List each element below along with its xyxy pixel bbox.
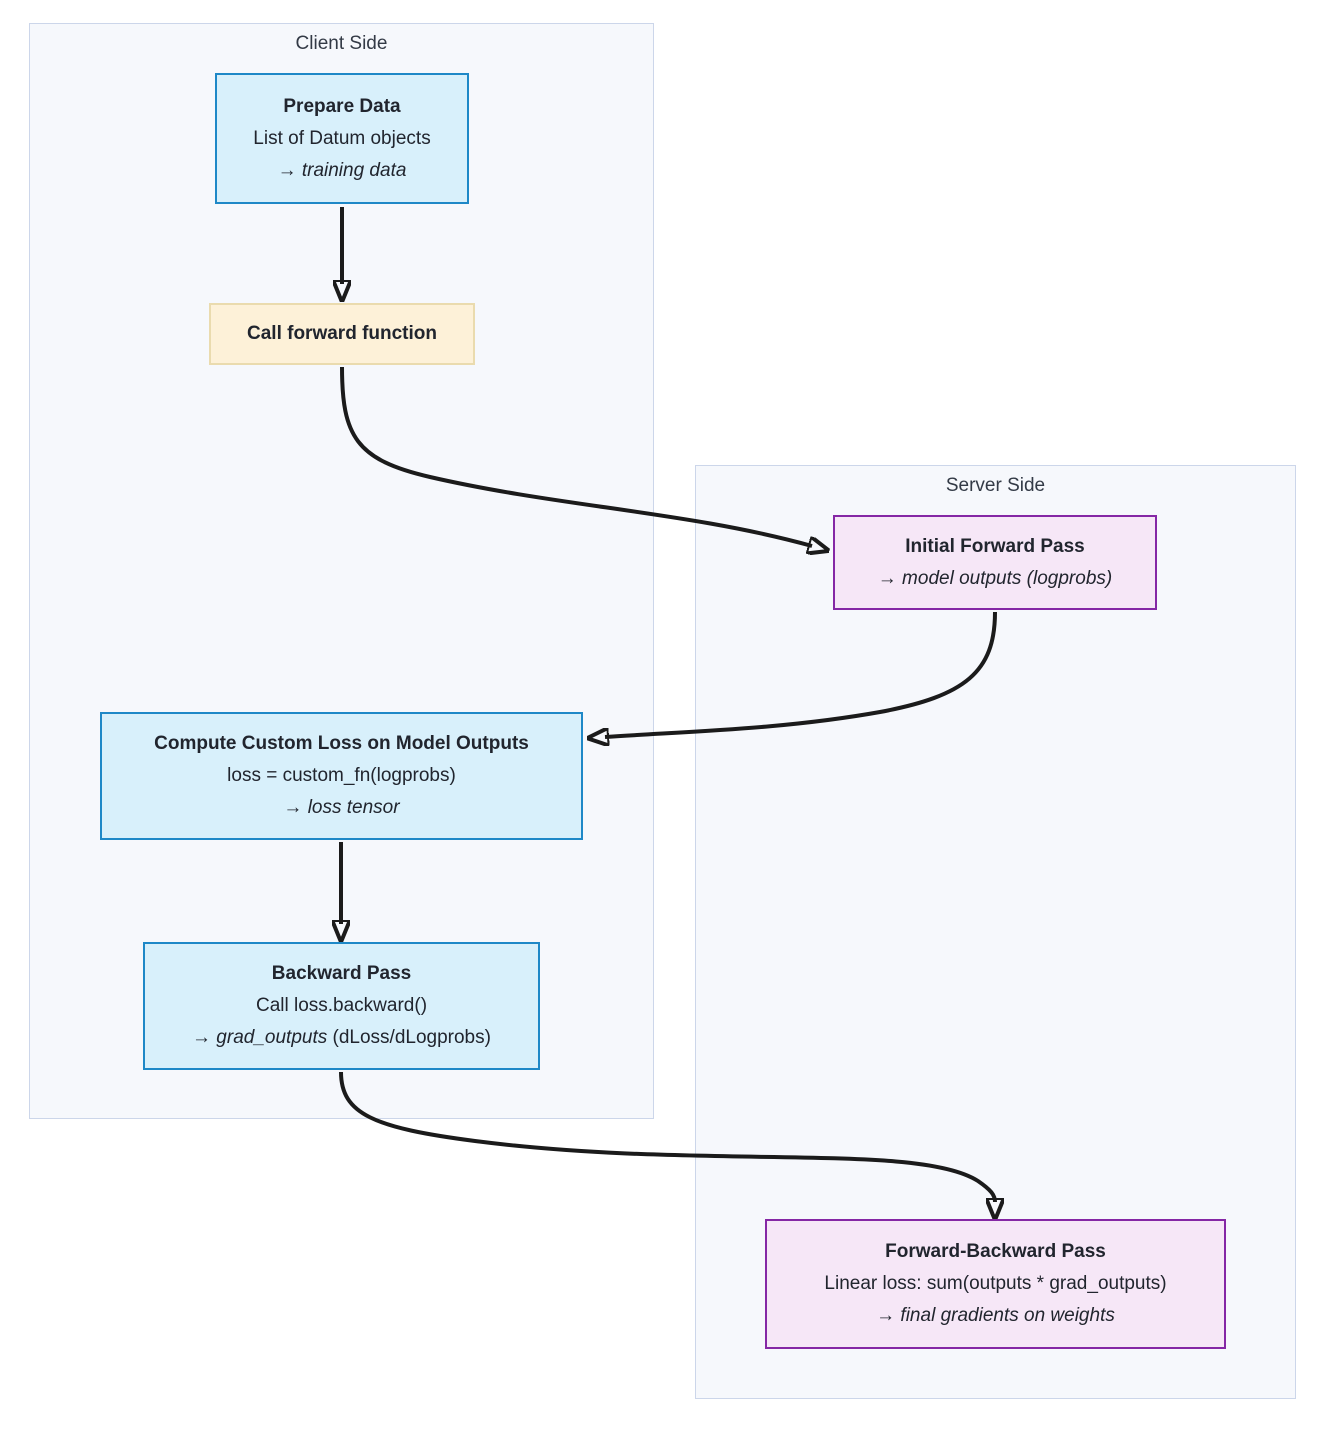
node-title: Forward-Backward Pass bbox=[885, 1241, 1106, 1262]
node-line: loss = custom_fn(logprobs) bbox=[227, 765, 456, 786]
node-forward-backward-pass: Forward-Backward Pass Linear loss: sum(o… bbox=[765, 1219, 1226, 1349]
node-line: → loss tensor bbox=[283, 797, 400, 818]
node-title: Initial Forward Pass bbox=[905, 535, 1085, 557]
node-line-italic-part: → grad_outputs bbox=[192, 1027, 328, 1048]
node-compute-custom-loss: Compute Custom Loss on Model Outputs los… bbox=[100, 712, 583, 840]
node-line: → training data bbox=[277, 159, 407, 181]
node-call-forward-function: Call forward function bbox=[209, 303, 475, 365]
server-side-label: Server Side bbox=[945, 475, 1046, 496]
node-title: Compute Custom Loss on Model Outputs bbox=[154, 733, 529, 754]
node-line-regular-part: (dLoss/dLogprobs) bbox=[327, 1027, 491, 1048]
node-title: Backward Pass bbox=[271, 963, 412, 984]
node-line: → final gradients on weights bbox=[876, 1305, 1115, 1326]
node-line: Linear loss: sum(outputs * grad_outputs) bbox=[824, 1273, 1167, 1294]
client-side-label: Client Side bbox=[295, 33, 388, 54]
node-line: → grad_outputs (dLoss/dLogprobs) bbox=[192, 1022, 491, 1054]
node-line: List of Datum objects bbox=[253, 127, 431, 149]
node-title: Prepare Data bbox=[283, 95, 401, 117]
node-backward-pass: Backward Pass Call loss.backward() → gra… bbox=[143, 942, 540, 1070]
node-line: → model outputs (logprobs) bbox=[877, 567, 1113, 589]
node-line: Call loss.backward() bbox=[255, 995, 428, 1016]
node-title: Call forward function bbox=[247, 323, 437, 344]
node-prepare-data: Prepare Data List of Datum objects → tra… bbox=[215, 73, 469, 204]
node-initial-forward-pass: Initial Forward Pass → model outputs (lo… bbox=[833, 515, 1157, 610]
